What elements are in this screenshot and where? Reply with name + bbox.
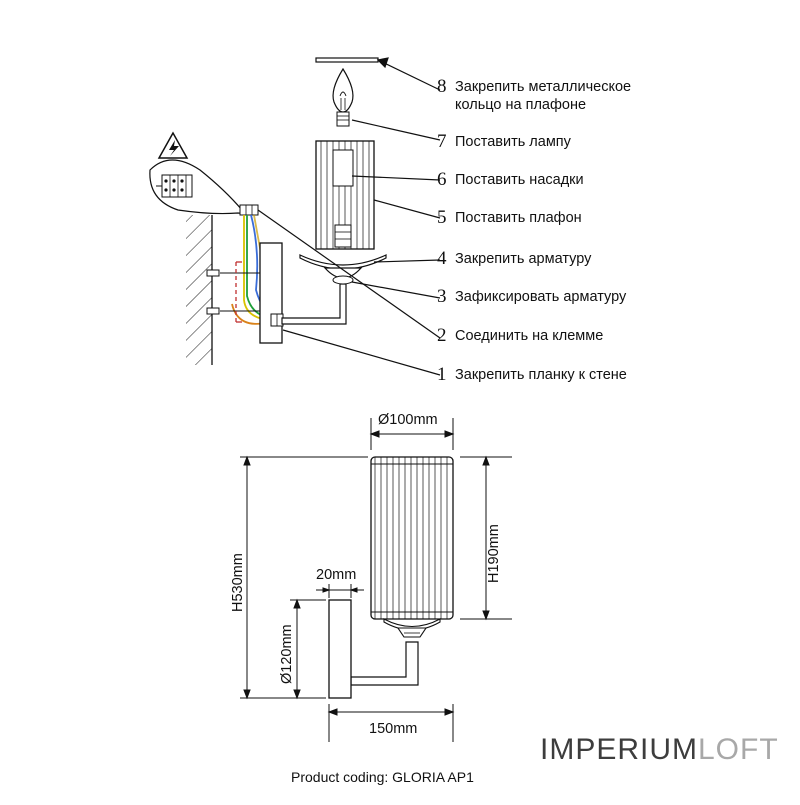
total-height-label: H530mm [230, 553, 246, 612]
metal-ring [315, 57, 379, 63]
dimension-drawing [240, 418, 512, 742]
step-text: Зафиксировать арматуру [455, 289, 627, 305]
brand-logo: IMPERIUMLOFT [540, 733, 779, 767]
dim-line-plate-width [316, 584, 364, 598]
step-text: Соединить на клемме [455, 328, 604, 344]
step-number: 4 [437, 248, 447, 269]
step-6-label: 6 Поставить насадки [437, 169, 584, 191]
shade-diameter-label: Ø100mm [378, 412, 438, 428]
electric-warning-icon [157, 131, 189, 159]
dim-line-depth [327, 704, 455, 742]
glass-shade [315, 140, 375, 250]
step-text: Поставить лампу [455, 134, 571, 150]
wall-plate [206, 242, 284, 344]
shade-height-label: H190mm [486, 524, 502, 583]
dim-line-plate-diameter [290, 598, 326, 700]
dim-shade [370, 456, 454, 620]
dim-cup [383, 618, 441, 638]
depth-label: 150mm [369, 721, 418, 737]
candle-bulb [332, 67, 354, 127]
step-number: 2 [437, 325, 447, 346]
lamp-arm [281, 283, 347, 325]
step-number: 1 [437, 364, 447, 385]
wall [186, 215, 213, 365]
step-text: Поставить плафон [455, 210, 582, 226]
brand-part1: IMPERIUM [540, 733, 698, 766]
step-number: 8 [437, 76, 447, 97]
step-text: Закрепить металлическое [455, 79, 632, 95]
dim-line-shade-height [460, 455, 512, 621]
step-number: 6 [437, 169, 447, 190]
step-number: 5 [437, 207, 447, 228]
step-3-label: 3 Зафиксировать арматуру [437, 286, 626, 308]
step-4-label: 4 Закрепить арматуру [437, 248, 591, 270]
step-5-label: 5 Поставить плафон [437, 207, 582, 229]
exploded-assembly [149, 57, 441, 376]
dim-wall-plate [328, 599, 352, 699]
leader-lines [257, 57, 441, 376]
step-text: Закрепить планку к стене [455, 367, 627, 383]
plate-width-label: 20mm [316, 567, 357, 583]
plate-diameter-label: Ø120mm [279, 624, 295, 684]
step-text-line2: кольцо на плафоне [455, 97, 587, 113]
step-number: 7 [437, 131, 447, 152]
step-text: Закрепить арматуру [455, 251, 592, 267]
step-1-label: 1 Закрепить планку к стене [437, 364, 627, 386]
step-2-label: 2 Соединить на клемме [437, 325, 603, 347]
product-code: Product coding: GLORIA AP1 [291, 769, 474, 785]
top-terminal-block [239, 204, 259, 216]
step-8-label: 8 Закрепить металлическое кольцо на плафо… [437, 76, 631, 113]
dim-line-shade-diameter [369, 418, 455, 450]
step-7-label: 7 Поставить лампу [437, 131, 571, 153]
dim-arm [350, 641, 419, 686]
step-text: Поставить насадки [455, 172, 584, 188]
terminal-zoom-bubble [149, 159, 249, 215]
step-number: 3 [437, 286, 447, 307]
brand-part2: LOFT [698, 733, 779, 766]
